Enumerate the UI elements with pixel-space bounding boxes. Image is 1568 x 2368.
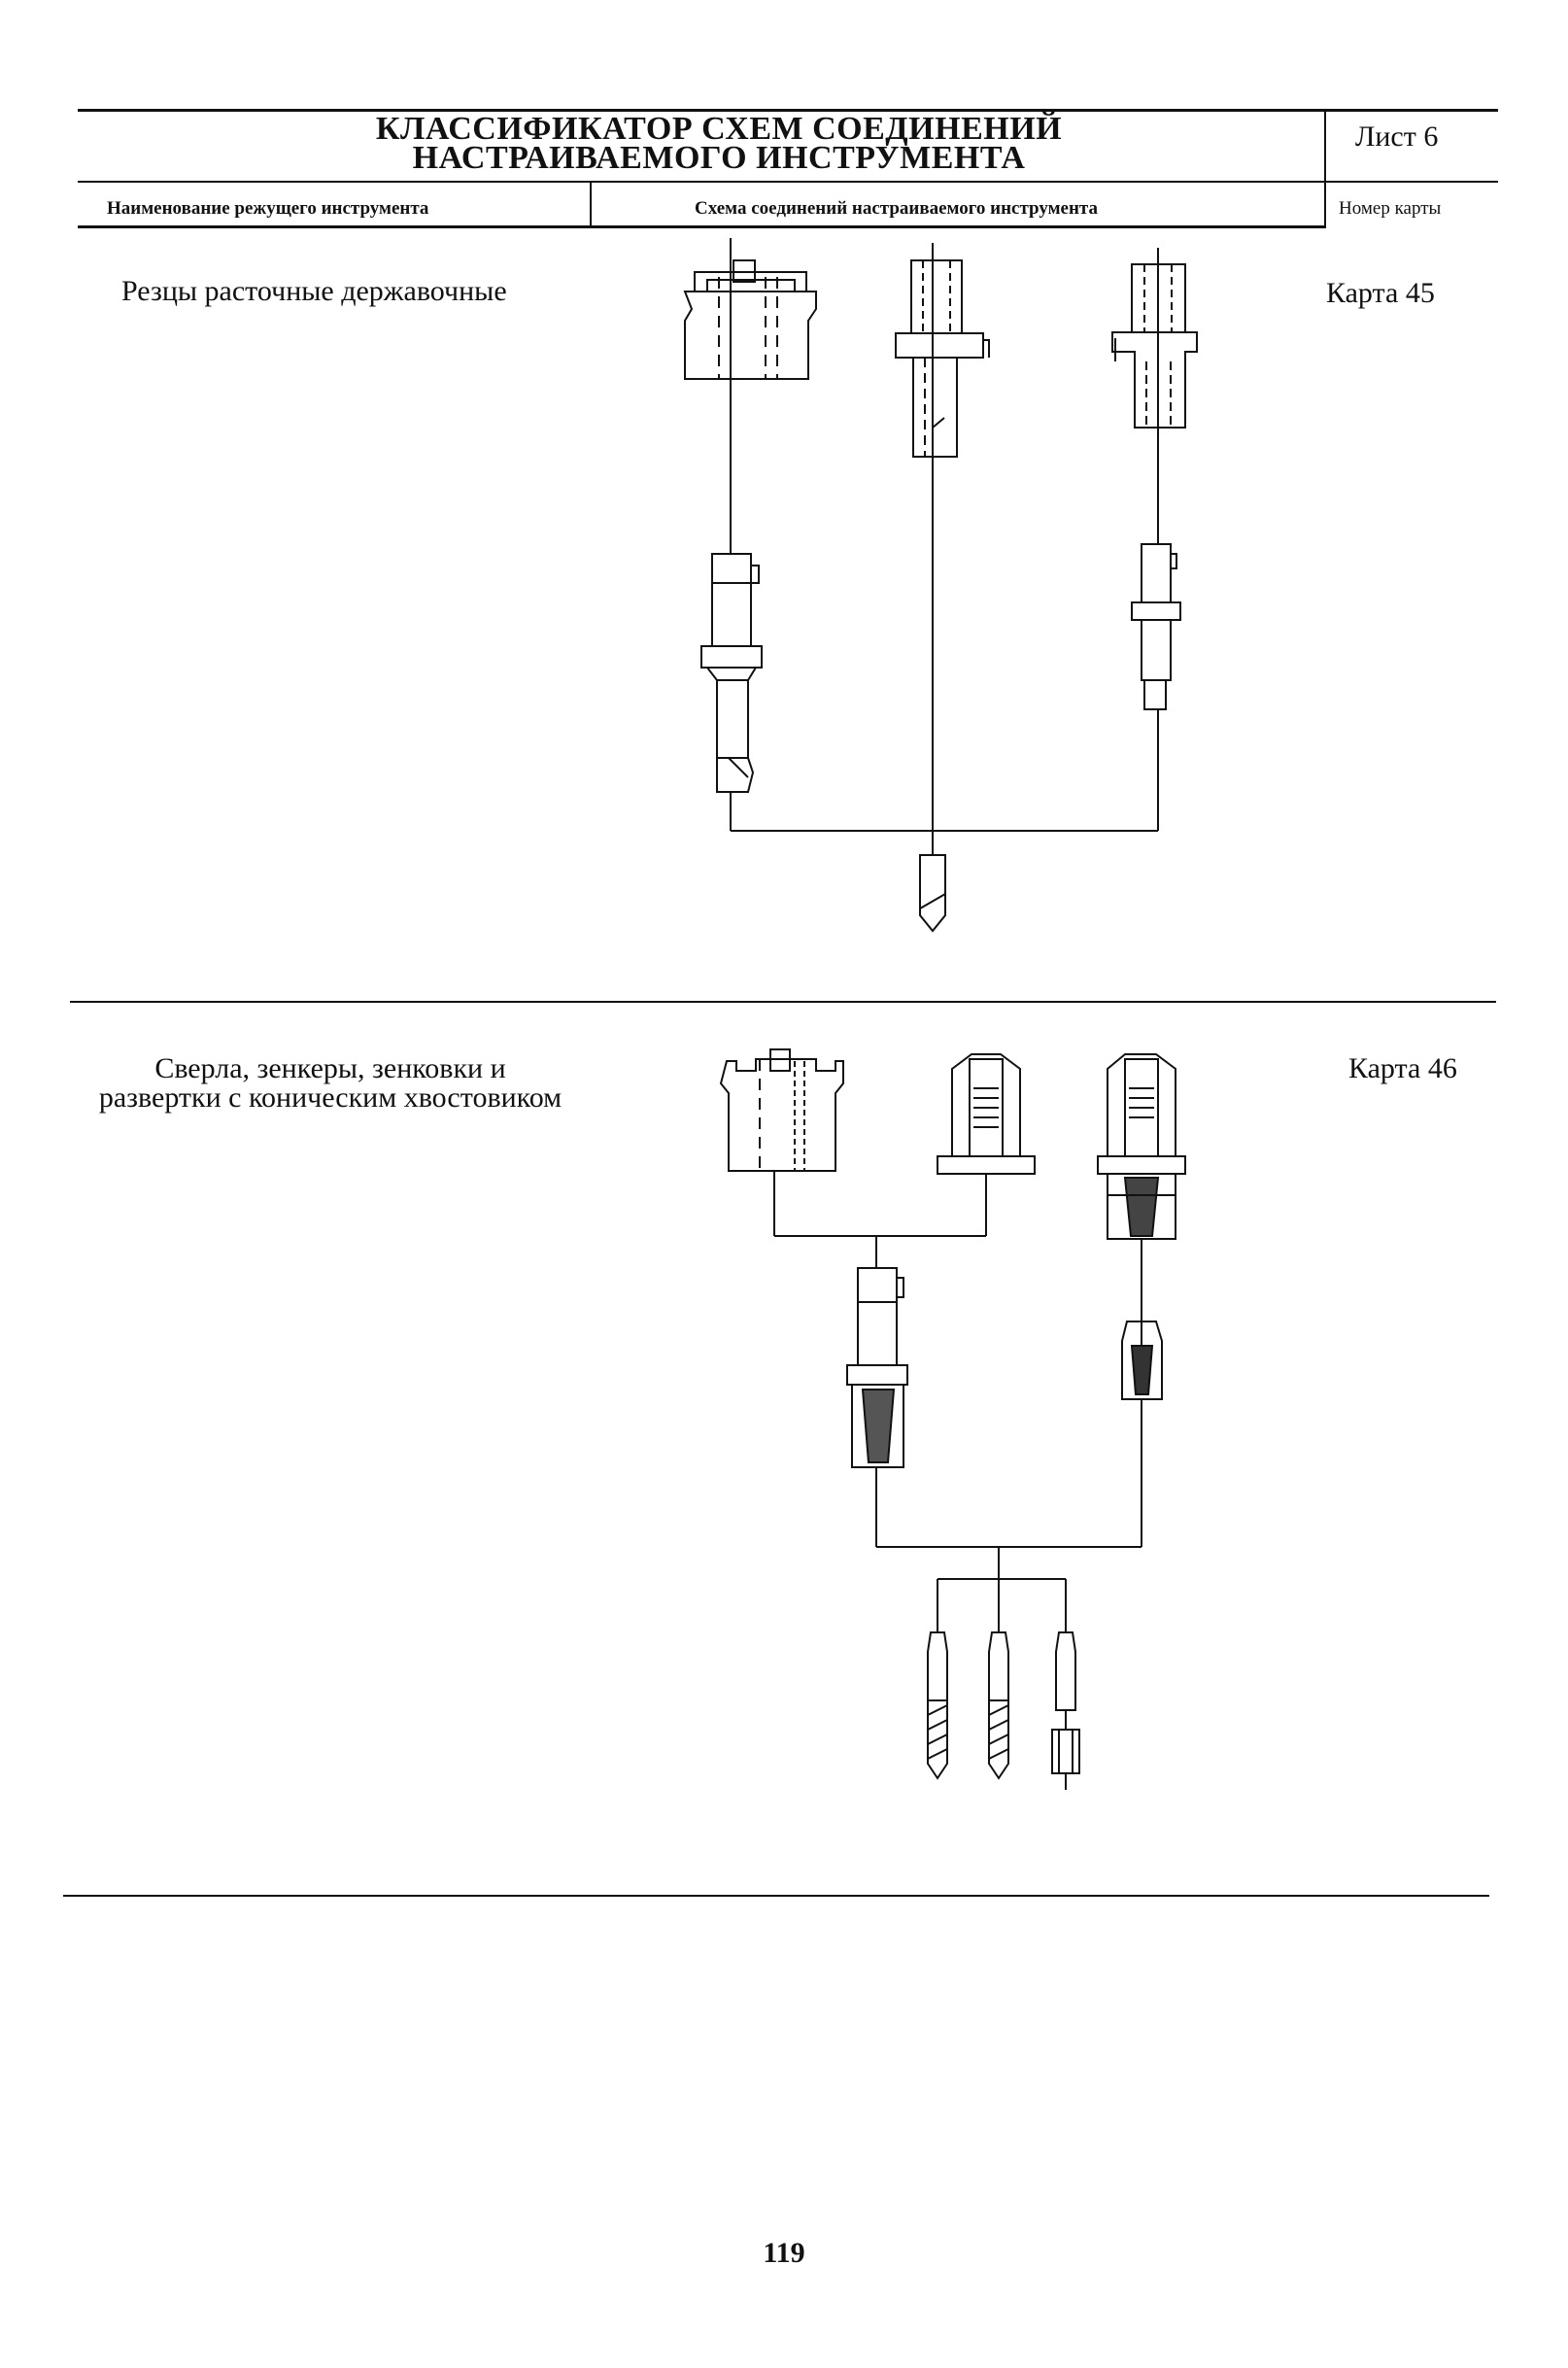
twist-drill <box>927 1631 948 1780</box>
spindle-adapter-a <box>719 1048 844 1172</box>
row-1-card-number: Карта 45 <box>1326 277 1435 309</box>
page-title: КЛАССИФИКАТОР СХЕМ СОЕДИНЕНИЙ НАСТРАИВАЕ… <box>155 111 1282 176</box>
title-line-1: КЛАССИФИКАТОР СХЕМ СОЕДИНЕНИЙ <box>375 111 1063 147</box>
spindle-adapter-c <box>1097 1053 1186 1240</box>
row-1-tool-name: Резцы расточные державочные <box>121 275 507 307</box>
row-2-tool-name-line-2: развертки с коническим хвостовиком <box>98 1081 562 1114</box>
row-separator-1 <box>70 1001 1496 1003</box>
row-2-card-number: Карта 46 <box>1348 1052 1457 1084</box>
spindle-adapter-b <box>937 1053 1036 1175</box>
morse-taper-adapter <box>846 1267 908 1468</box>
title-line-2: НАСТРАИВАЕМОГО ИНСТРУМЕНТА <box>412 140 1026 176</box>
row-2-tool-name: Сверла, зенкеры, зенковки и развертки с … <box>73 1054 588 1113</box>
column-header-schema: Схема соединений настраиваемого инструме… <box>695 198 1098 219</box>
spindle-adapter-1 <box>683 259 817 380</box>
boring-bar-2 <box>1131 543 1181 710</box>
sheet-label: Лист 6 <box>1355 120 1439 153</box>
header-card-divider <box>1324 109 1326 225</box>
page-number: 119 <box>763 2237 805 2269</box>
column-header-card: Номер карты <box>1339 198 1442 219</box>
header-top-rule <box>78 109 1498 112</box>
column-divider-1 <box>590 183 592 225</box>
reamer <box>1051 1631 1080 1790</box>
row-separator-2 <box>63 1895 1489 1897</box>
row-2-tool-name-line-1: Сверла, зенкеры, зенковки и <box>154 1052 506 1084</box>
row-1-schema <box>683 238 1198 933</box>
collet-chuck <box>1121 1312 1163 1400</box>
header-bottom-rule <box>78 225 1326 228</box>
boring-bar-1 <box>700 553 763 793</box>
row-2-schema <box>719 1048 1186 1790</box>
header-mid-rule <box>78 181 1498 183</box>
countersink <box>988 1631 1009 1780</box>
spindle-adapter-2 <box>895 259 990 458</box>
boring-cutter <box>919 854 946 933</box>
column-header-tool-name: Наименование режущего инструмента <box>107 198 429 219</box>
spindle-adapter-3 <box>1111 263 1198 429</box>
